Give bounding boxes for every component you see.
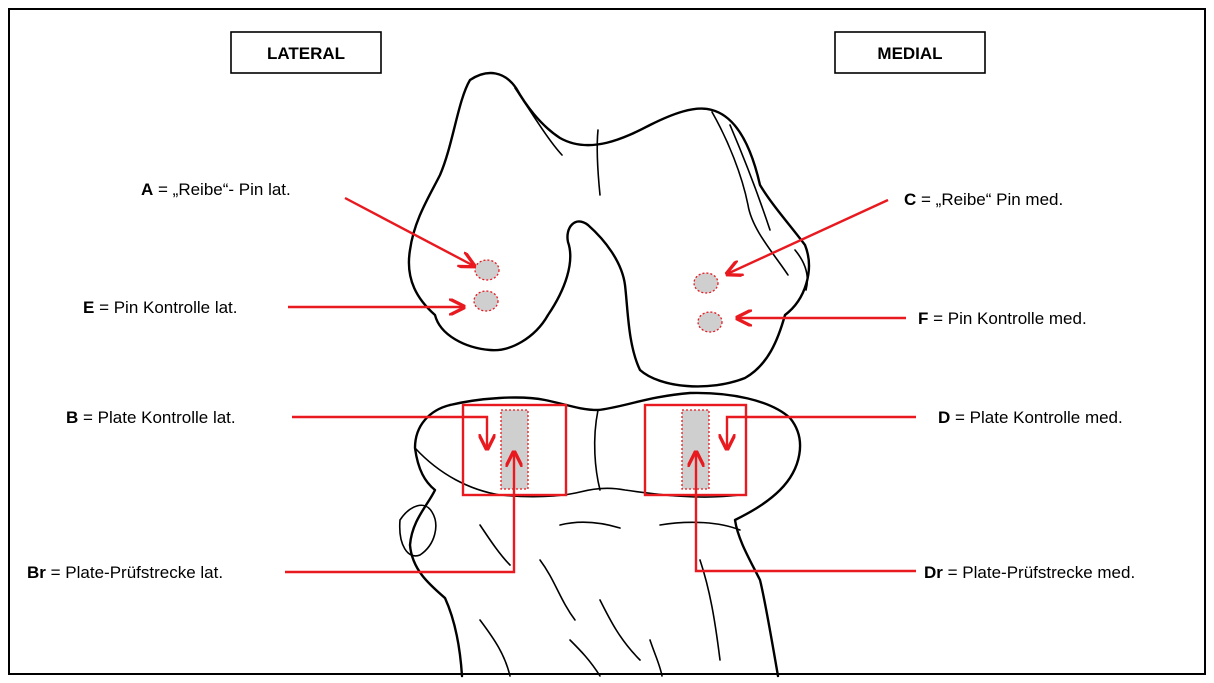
label-dr: Dr = Plate-Prüfstrecke med.: [924, 563, 1135, 582]
lateral-header-text: LATERAL: [267, 44, 345, 63]
label-b: B = Plate Kontrolle lat.: [66, 408, 236, 427]
label-d: D = Plate Kontrolle med.: [938, 408, 1123, 427]
arrow-d: [727, 417, 916, 449]
lateral-header: LATERAL: [231, 32, 381, 73]
label-e: E = Pin Kontrolle lat.: [83, 298, 238, 317]
arrow-b: [292, 417, 487, 449]
medial-header-text: MEDIAL: [877, 44, 942, 63]
label-f: F = Pin Kontrolle med.: [918, 309, 1087, 328]
medial-header: MEDIAL: [835, 32, 985, 73]
label-a: A = „Reibe“- Pin lat.: [141, 180, 291, 199]
pin-sample-a: [475, 260, 499, 280]
pin-sample-c: [694, 273, 718, 293]
arrow-c: [727, 200, 888, 274]
label-c: C = „Reibe“ Pin med.: [904, 190, 1063, 209]
pin-sample-f: [698, 312, 722, 332]
arrow-dr: [696, 452, 916, 571]
tibia-drawing: [400, 393, 800, 676]
pin-sample-e: [474, 291, 498, 311]
femur-drawing: [409, 73, 809, 386]
label-br: Br = Plate-Prüfstrecke lat.: [27, 563, 223, 582]
arrow-br: [285, 452, 514, 572]
